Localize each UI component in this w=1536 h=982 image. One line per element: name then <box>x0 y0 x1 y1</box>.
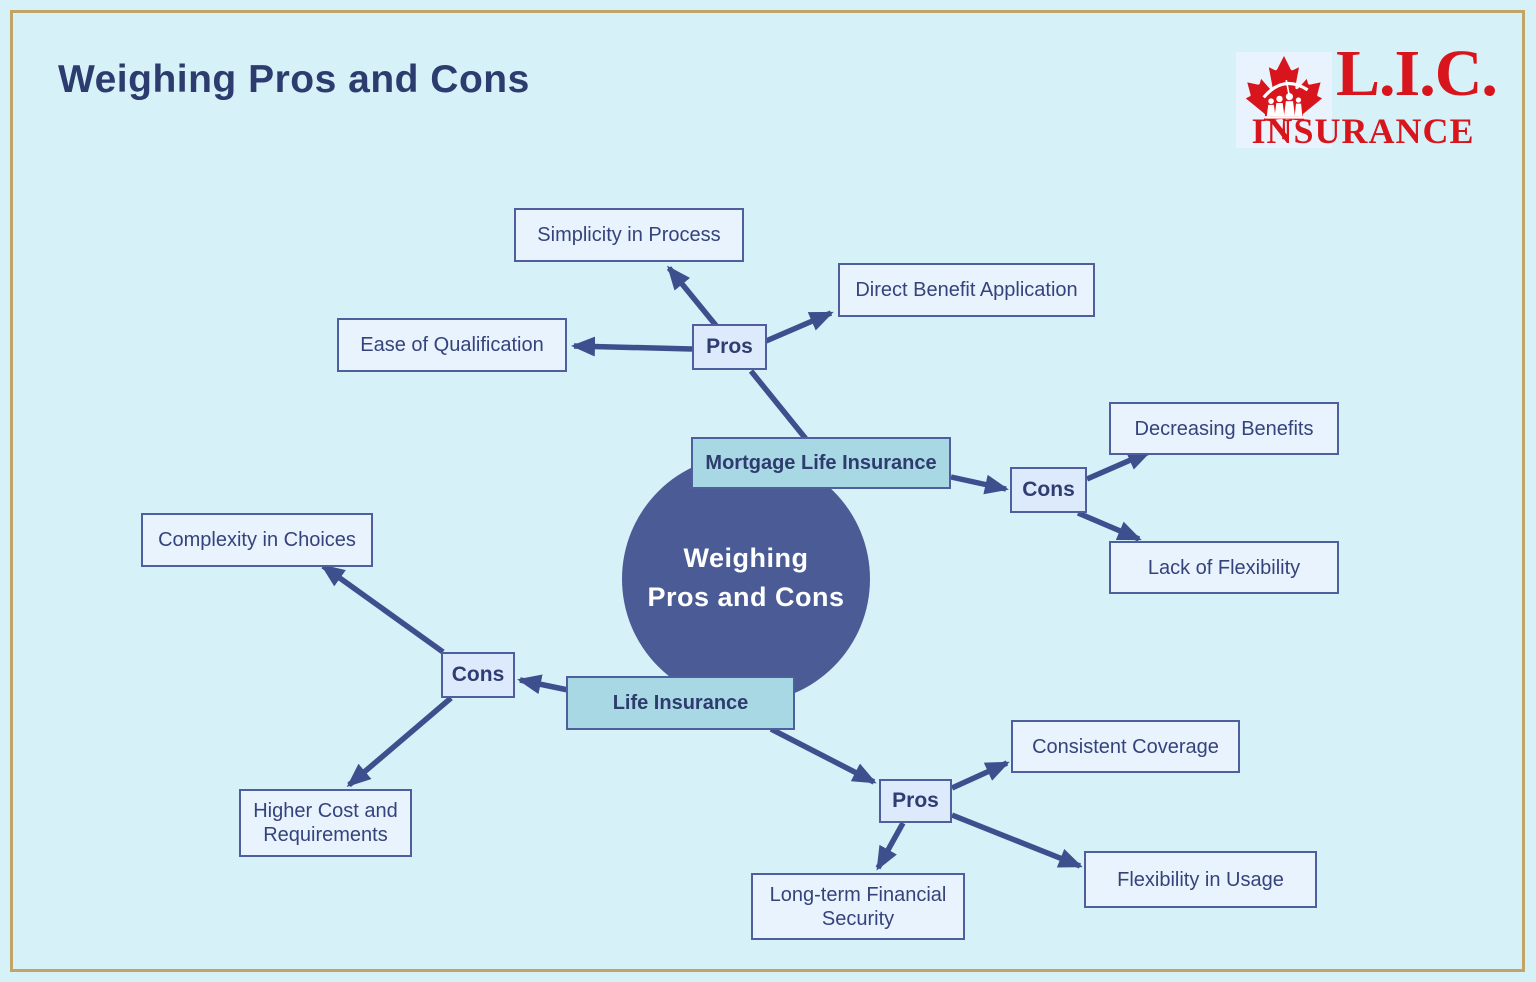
leaf-node-ease-of-qualification: Ease of Qualification <box>337 318 567 372</box>
maple-leaf-family-icon <box>1236 52 1332 148</box>
leaf-node-longterm-financial-security: Long-term Financial Security <box>751 873 965 940</box>
connector-line <box>1076 510 1142 542</box>
connector-line <box>1085 449 1152 482</box>
page-title: Weighing Pros and Cons <box>58 58 530 101</box>
connector-line <box>950 474 1009 495</box>
topic-node-mortgage-life-insurance: Mortgage Life Insurance <box>691 437 951 489</box>
connector-line <box>320 563 445 655</box>
branch-node-life-pros: Pros <box>879 779 952 823</box>
logo-wordmark: INSURANCE <box>1251 111 1475 151</box>
branch-node-mortgage-cons: Cons <box>1010 467 1087 513</box>
connector-line <box>769 726 877 785</box>
leaf-node-higher-cost-requirements: Higher Cost and Requirements <box>239 789 412 857</box>
leaf-node-flexibility-in-usage: Flexibility in Usage <box>1084 851 1317 908</box>
connector-line <box>950 812 1083 869</box>
connector-line <box>517 674 569 695</box>
branch-node-life-cons: Cons <box>441 652 515 698</box>
connector-line <box>950 760 1010 791</box>
connector-line <box>875 821 906 871</box>
lic-insurance-logo: L.I.C. INSURANCE <box>1232 37 1498 154</box>
connector-line <box>666 265 721 330</box>
leaf-node-simplicity-in-process: Simplicity in Process <box>514 208 744 262</box>
connector-line <box>571 336 693 357</box>
connector-line <box>748 369 809 441</box>
connector-line <box>764 310 834 344</box>
leaf-node-lack-of-flexibility: Lack of Flexibility <box>1109 541 1339 594</box>
central-topic-circle <box>622 455 870 703</box>
logo-acronym: L.I.C. <box>1336 37 1498 110</box>
branch-node-mortgage-pros: Pros <box>692 324 767 370</box>
leaf-node-decreasing-benefits: Decreasing Benefits <box>1109 402 1339 455</box>
central-topic-label: Weighing Pros and Cons <box>596 539 896 617</box>
connector-line <box>346 695 453 788</box>
central-topic-line2: Pros and Cons <box>647 582 845 612</box>
central-topic-line1: Weighing <box>683 543 809 573</box>
leaf-node-direct-benefit-application: Direct Benefit Application <box>838 263 1095 317</box>
topic-node-life-insurance: Life Insurance <box>566 676 795 730</box>
leaf-node-complexity-in-choices: Complexity in Choices <box>141 513 373 567</box>
leaf-node-consistent-coverage: Consistent Coverage <box>1011 720 1240 773</box>
